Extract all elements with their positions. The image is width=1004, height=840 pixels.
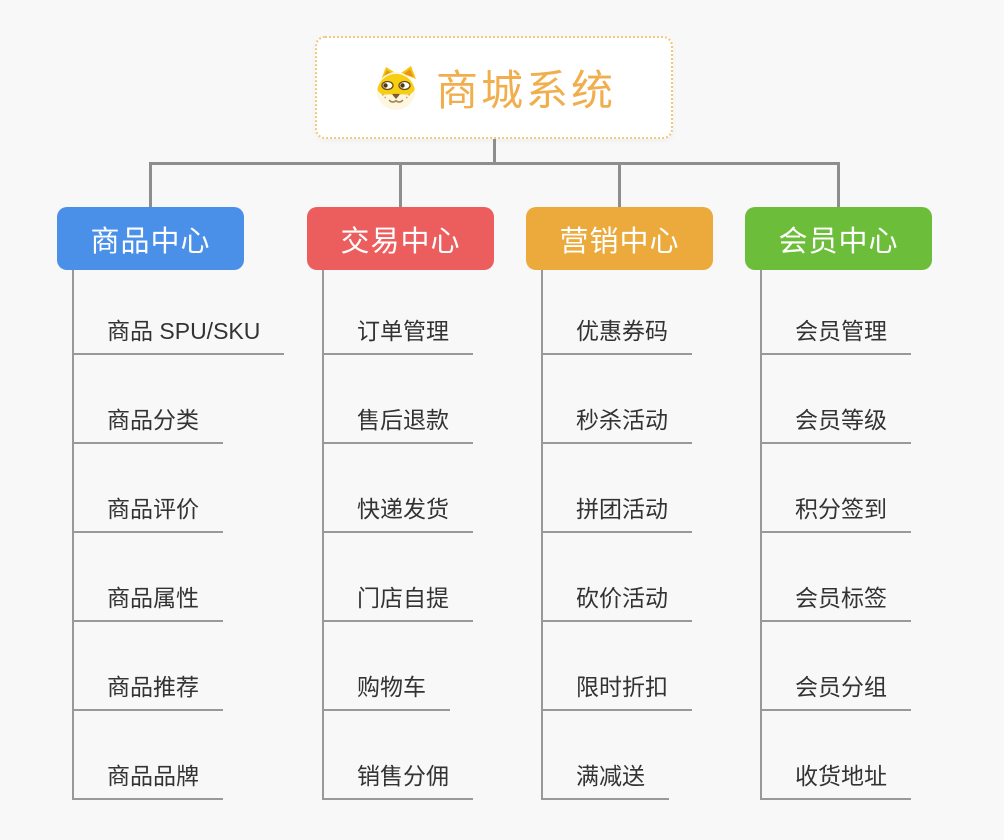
branch-header-marketing[interactable]: 营销中心 — [526, 207, 713, 270]
child-row: 拼团活动 — [543, 444, 692, 533]
branch-product-center: 商品中心 商品 SPU/SKU 商品分类 商品评价 商品属性 商品推荐 商品品牌 — [57, 207, 285, 800]
dog-face-icon — [372, 64, 420, 112]
branch-header-trade[interactable]: 交易中心 — [307, 207, 494, 270]
child-node[interactable]: 满减送 — [543, 757, 669, 800]
child-row: 会员管理 — [762, 270, 911, 355]
child-node[interactable]: 优惠券码 — [543, 312, 692, 355]
branch-member-center: 会员中心 会员管理 会员等级 积分签到 会员标签 会员分组 收货地址 — [745, 207, 932, 800]
child-node[interactable]: 会员管理 — [762, 312, 911, 355]
child-node[interactable]: 商品品牌 — [74, 757, 223, 800]
branch-children-member: 会员管理 会员等级 积分签到 会员标签 会员分组 收货地址 — [760, 270, 911, 800]
child-row: 会员分组 — [762, 622, 911, 711]
child-node[interactable]: 商品 SPU/SKU — [74, 312, 285, 355]
child-node[interactable]: 会员标签 — [762, 579, 911, 622]
branch-marketing-center: 营销中心 优惠券码 秒杀活动 拼团活动 砍价活动 限时折扣 满减送 — [526, 207, 713, 800]
branch-header-product[interactable]: 商品中心 — [57, 207, 244, 270]
child-node[interactable]: 商品推荐 — [74, 668, 223, 711]
child-row: 会员标签 — [762, 533, 911, 622]
child-row: 订单管理 — [324, 270, 473, 355]
child-row: 商品 SPU/SKU — [74, 270, 285, 355]
branch-header-member[interactable]: 会员中心 — [745, 207, 932, 270]
connector-drop-marketing — [618, 162, 621, 210]
child-node[interactable]: 订单管理 — [324, 312, 473, 355]
child-row: 砍价活动 — [543, 533, 692, 622]
child-row: 限时折扣 — [543, 622, 692, 711]
child-node[interactable]: 快递发货 — [324, 490, 473, 533]
branch-children-product: 商品 SPU/SKU 商品分类 商品评价 商品属性 商品推荐 商品品牌 — [72, 270, 285, 800]
child-node[interactable]: 门店自提 — [324, 579, 473, 622]
child-node[interactable]: 商品分类 — [74, 401, 223, 444]
child-row: 快递发货 — [324, 444, 473, 533]
connector-drop-product — [149, 162, 152, 210]
child-row: 积分签到 — [762, 444, 911, 533]
child-row: 商品品牌 — [74, 711, 284, 800]
child-row: 优惠券码 — [543, 270, 692, 355]
child-row: 商品分类 — [74, 355, 284, 444]
child-node[interactable]: 收货地址 — [762, 757, 911, 800]
branch-children-trade: 订单管理 售后退款 快递发货 门店自提 购物车 销售分佣 — [322, 270, 473, 800]
child-row: 商品评价 — [74, 444, 284, 533]
branch-children-marketing: 优惠券码 秒杀活动 拼团活动 砍价活动 限时折扣 满减送 — [541, 270, 692, 800]
child-row: 收货地址 — [762, 711, 911, 800]
child-row: 秒杀活动 — [543, 355, 692, 444]
child-node[interactable]: 砍价活动 — [543, 579, 692, 622]
root-node[interactable]: 商城系统 — [315, 36, 673, 139]
child-row: 满减送 — [543, 711, 692, 800]
branch-trade-center: 交易中心 订单管理 售后退款 快递发货 门店自提 购物车 销售分佣 — [307, 207, 494, 800]
child-node[interactable]: 商品属性 — [74, 579, 223, 622]
child-row: 销售分佣 — [324, 711, 473, 800]
child-row: 售后退款 — [324, 355, 473, 444]
child-node[interactable]: 商品评价 — [74, 490, 223, 533]
child-node[interactable]: 积分签到 — [762, 490, 911, 533]
connector-branches-horizontal — [149, 162, 840, 165]
child-row: 商品属性 — [74, 533, 284, 622]
child-node[interactable]: 销售分佣 — [324, 757, 473, 800]
child-row: 购物车 — [324, 622, 473, 711]
connector-drop-member — [837, 162, 840, 210]
child-node[interactable]: 会员等级 — [762, 401, 911, 444]
child-row: 会员等级 — [762, 355, 911, 444]
child-node[interactable]: 秒杀活动 — [543, 401, 692, 444]
child-node[interactable]: 购物车 — [324, 668, 450, 711]
child-node[interactable]: 限时折扣 — [543, 668, 692, 711]
child-row: 商品推荐 — [74, 622, 284, 711]
child-node[interactable]: 拼团活动 — [543, 490, 692, 533]
child-node[interactable]: 会员分组 — [762, 668, 911, 711]
connector-drop-trade — [399, 162, 402, 210]
connector-root-stub — [493, 139, 496, 165]
root-title: 商城系统 — [435, 67, 616, 114]
child-node[interactable]: 售后退款 — [324, 401, 473, 444]
child-row: 门店自提 — [324, 533, 473, 622]
